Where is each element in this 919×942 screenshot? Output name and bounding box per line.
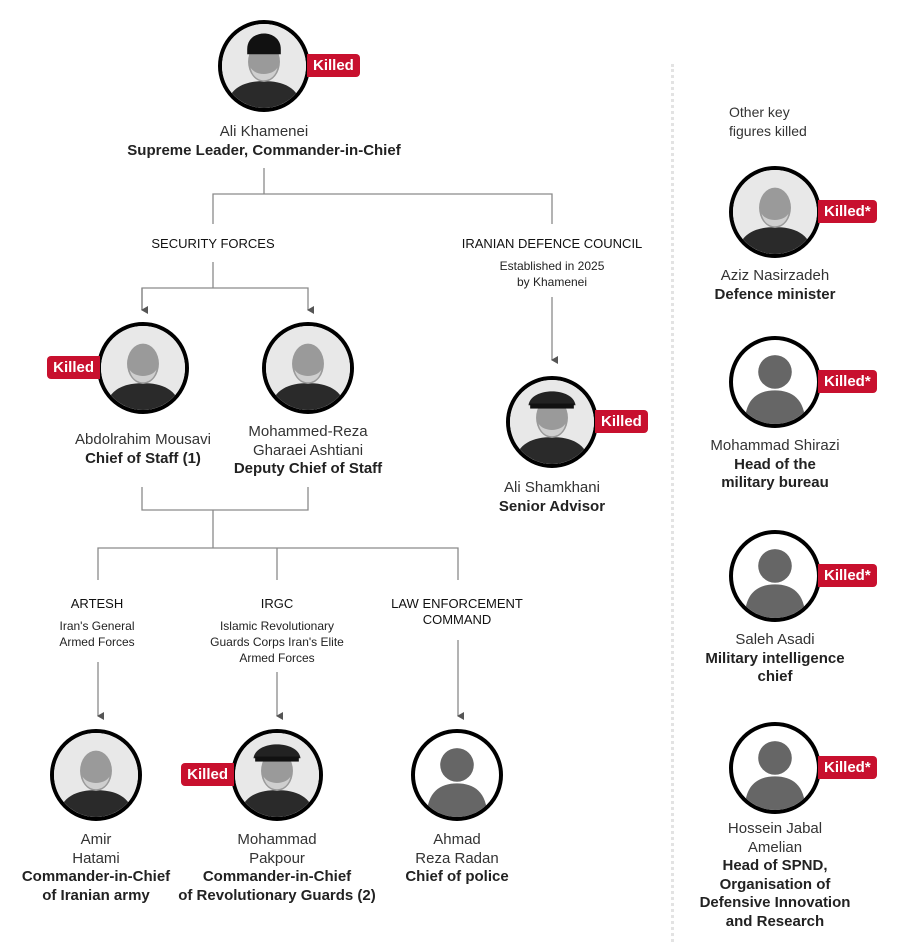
person-name: Saleh Asadi xyxy=(735,631,815,648)
killed-badge: Killed* xyxy=(818,370,877,393)
person-title: Senior Advisor xyxy=(498,497,606,515)
other-label-line: Other key xyxy=(729,104,790,120)
person-title: Commander-in-Chief xyxy=(202,868,352,885)
group-desc: Guards Corps Iran's Elite xyxy=(210,635,344,649)
group-defence-council: IRANIAN DEFENCE COUNCIL Established in 2… xyxy=(442,236,662,290)
photo-mousavi xyxy=(97,322,189,414)
group-law-enforcement: LAW ENFORCEMENT COMMAND xyxy=(367,596,547,628)
person-name: Hatami xyxy=(72,849,120,867)
staff-bracket xyxy=(97,487,459,580)
person-title: and Research xyxy=(725,912,825,930)
person-title: Military intelligence xyxy=(705,649,845,667)
person-title: Head of SPND, xyxy=(722,857,828,874)
photo-nasirzadeh xyxy=(729,166,821,258)
person-title: military bureau xyxy=(721,474,829,491)
killed-badge: Killed xyxy=(307,54,360,77)
killed-badge: Killed xyxy=(595,410,648,433)
group-title: LAW ENFORCEMENT COMMAND xyxy=(391,596,523,627)
person-name: Mohammad Shirazi xyxy=(710,437,840,454)
security-connector xyxy=(141,262,308,310)
person-name: Ali Shamkhani xyxy=(504,479,600,496)
person-name: Aziz Nasirzadeh xyxy=(720,267,830,284)
person-title: Commander-in-Chief xyxy=(21,868,171,885)
killed-badge: Killed* xyxy=(818,200,877,223)
group-title: ARTESH xyxy=(70,596,124,611)
killed-badge: Killed xyxy=(181,763,234,786)
person-name: Ali Khamenei xyxy=(219,123,309,140)
group-artesh: ARTESH Iran's General Armed Forces xyxy=(0,596,207,650)
person-title: of Iranian army xyxy=(42,886,150,904)
photo-ashtiani xyxy=(262,322,354,414)
group-desc: Established in 2025 xyxy=(499,259,605,273)
leader-connector xyxy=(212,168,553,224)
killed-badge: Killed* xyxy=(818,756,877,779)
photo-shamkhani xyxy=(506,376,598,468)
group-desc: Armed Forces xyxy=(59,635,135,649)
group-desc: Iran's General xyxy=(59,619,135,633)
person-name: Hossein Jabal xyxy=(727,820,823,837)
group-title: SECURITY FORCES xyxy=(151,236,275,251)
person-name: Ahmad xyxy=(433,831,481,848)
person-name: Mohammad xyxy=(237,831,317,848)
group-desc: by Khamenei xyxy=(516,275,588,289)
person-title: Chief of police xyxy=(405,868,509,885)
person-name: Mohammed-Reza xyxy=(248,423,368,440)
killed-badge: Killed* xyxy=(818,564,877,587)
person-title: Supreme Leader, Commander-in-Chief xyxy=(127,141,401,159)
photo-radan xyxy=(411,729,503,821)
group-desc: Islamic Revolutionary xyxy=(219,619,335,633)
photo-pakpour xyxy=(231,729,323,821)
person-title: Defensive Innovation xyxy=(699,894,851,911)
other-label-line: figures killed xyxy=(729,123,807,139)
photo-amelian xyxy=(729,722,821,814)
killed-badge: Killed xyxy=(47,356,100,379)
group-title: IRANIAN DEFENCE COUNCIL xyxy=(461,236,643,251)
person-name: Pakpour xyxy=(249,849,305,867)
person-title: of Revolutionary Guards (2) xyxy=(178,886,376,904)
photo-hatami xyxy=(50,729,142,821)
person-title: Deputy Chief of Staff xyxy=(233,460,383,477)
person-title: Chief of Staff (1) xyxy=(85,449,201,467)
group-security-forces: SECURITY FORCES xyxy=(103,236,323,252)
column-divider xyxy=(671,64,674,942)
person-title: Organisation of xyxy=(719,875,831,893)
group-desc: Armed Forces xyxy=(239,651,315,665)
person-title: Defence minister xyxy=(714,285,836,303)
photo-shirazi xyxy=(729,336,821,428)
photo-khamenei xyxy=(218,20,310,112)
person-name: Reza Radan xyxy=(415,849,499,867)
group-title: IRGC xyxy=(260,596,294,611)
person-title: Head of the xyxy=(734,455,816,473)
group-irgc: IRGC Islamic Revolutionary Guards Corps … xyxy=(167,596,387,666)
photo-asadi xyxy=(729,530,821,622)
person-name: Gharaei Ashtiani xyxy=(252,441,364,459)
person-name: Amelian xyxy=(747,838,803,856)
person-title: chief xyxy=(757,668,793,685)
person-name: Abdolrahim Mousavi xyxy=(75,431,211,448)
other-figures-label: Other key figures killed xyxy=(729,103,807,141)
person-name: Amir xyxy=(80,831,112,848)
